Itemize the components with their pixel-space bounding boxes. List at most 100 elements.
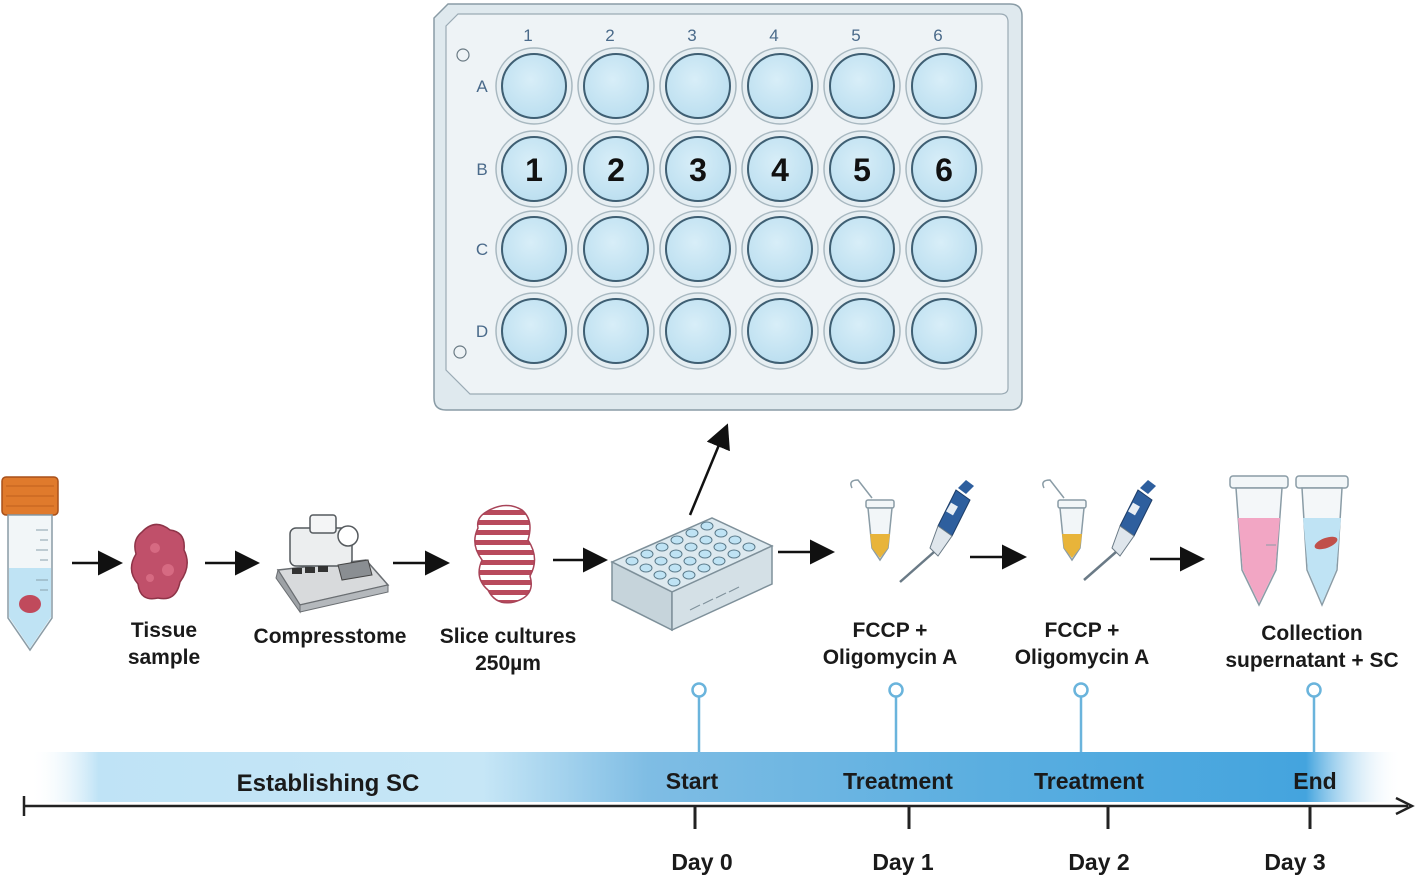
small-plate-well (714, 528, 728, 538)
small-plate-well (697, 563, 711, 573)
small-plate-well (728, 535, 742, 545)
plate-well (665, 216, 731, 282)
plate-well (829, 136, 895, 202)
small-plate-well (713, 542, 727, 552)
plate-well (747, 216, 813, 282)
falcon-tube-icon (1, 476, 59, 652)
well-plate-small-icon (610, 517, 774, 632)
plate-column-label: 1 (523, 26, 532, 45)
step-label: FCCP + (853, 619, 928, 642)
plate-column-label: 6 (933, 26, 942, 45)
timeline-arrowhead (1395, 796, 1415, 816)
small-plate-well (668, 563, 682, 573)
small-plate-well (653, 570, 667, 580)
plate-row-label: D (476, 322, 488, 341)
step-label: sample (128, 646, 200, 669)
plate-row-label: A (476, 77, 488, 96)
plate-well (747, 53, 813, 119)
day-label: Day 2 (1068, 849, 1129, 875)
plate-well (747, 136, 813, 202)
step-label: supernatant + SC (1225, 649, 1398, 672)
small-plate-well (742, 542, 756, 552)
small-plate-well (639, 563, 653, 573)
well-number: 2 (607, 152, 625, 188)
small-plate-well (685, 528, 699, 538)
plate-well (501, 298, 567, 364)
small-plate-well (682, 570, 696, 580)
pipette-tube-icon (1042, 479, 1156, 581)
plate-well (911, 298, 977, 364)
event-label: Start (666, 768, 719, 794)
arrow-to-plate (688, 423, 730, 516)
small-plate-well (669, 549, 683, 559)
plate-well (911, 136, 977, 202)
plate-well (829, 216, 895, 282)
small-plate-well (712, 556, 726, 566)
small-plate-well (727, 549, 741, 559)
event-pin-head (1306, 682, 1322, 698)
plate-well (665, 136, 731, 202)
plate-well (501, 53, 567, 119)
plate-row-label: C (476, 240, 488, 259)
small-plate-well (667, 577, 681, 587)
pipette-tube-icon (850, 479, 974, 583)
compresstome-icon (275, 514, 390, 614)
plate-well (501, 136, 567, 202)
plate-column-label: 5 (851, 26, 860, 45)
step-label: Compresstome (254, 625, 407, 648)
well-number: 3 (689, 152, 707, 188)
step-label: Oligomycin A (1015, 646, 1150, 669)
small-plate-well (684, 542, 698, 552)
slice-cultures-icon (474, 504, 536, 604)
well-number: 4 (771, 152, 789, 188)
step-label: 250µm (475, 652, 541, 675)
plate-well (665, 53, 731, 119)
plate-well (583, 53, 649, 119)
small-plate-well (625, 556, 639, 566)
well-number: 1 (525, 152, 543, 188)
plate-well (829, 298, 895, 364)
small-plate-well (698, 549, 712, 559)
event-pin-head (691, 682, 707, 698)
plate-corner-marker (456, 48, 470, 62)
plate-well (583, 136, 649, 202)
event-label: Treatment (843, 768, 953, 794)
step-label: FCCP + (1045, 619, 1120, 642)
plate-well (583, 298, 649, 364)
plate-well (501, 216, 567, 282)
event-label: Treatment (1034, 768, 1144, 794)
event-pin-head (1073, 682, 1089, 698)
small-plate-well (670, 535, 684, 545)
event-pin-head (888, 682, 904, 698)
plate-well (911, 53, 977, 119)
plate-well (665, 298, 731, 364)
small-plate-well (700, 521, 714, 531)
plate-column-label: 2 (605, 26, 614, 45)
plate-well (747, 298, 813, 364)
process-arrows (72, 539, 1205, 576)
day-label: Day 1 (872, 849, 934, 875)
phase-label: Establishing SC (237, 770, 420, 797)
plate-corner-marker (453, 345, 467, 359)
day-label: Day 0 (671, 849, 732, 875)
small-plate-well (655, 542, 669, 552)
small-plate-well (683, 556, 697, 566)
event-label: End (1293, 768, 1336, 794)
plate-column-label: 4 (769, 26, 778, 45)
step-label: Tissue (131, 619, 197, 642)
plate-row-label: B (476, 160, 487, 179)
step-label: Collection (1261, 622, 1363, 645)
plate-well (583, 216, 649, 282)
small-plate-well (654, 556, 668, 566)
small-plate-well (699, 535, 713, 545)
day-label: Day 3 (1264, 849, 1325, 875)
well-plate-large: 1 2 3 4 5 6 A B C D 1 2 3 4 5 6 (433, 3, 1023, 411)
well-number: 6 (935, 152, 953, 188)
step-label: Slice cultures (440, 625, 577, 648)
plate-well (829, 53, 895, 119)
well-number: 5 (853, 152, 871, 188)
timeline-band (30, 752, 1402, 802)
small-plate-well (640, 549, 654, 559)
plate-column-label: 3 (687, 26, 696, 45)
